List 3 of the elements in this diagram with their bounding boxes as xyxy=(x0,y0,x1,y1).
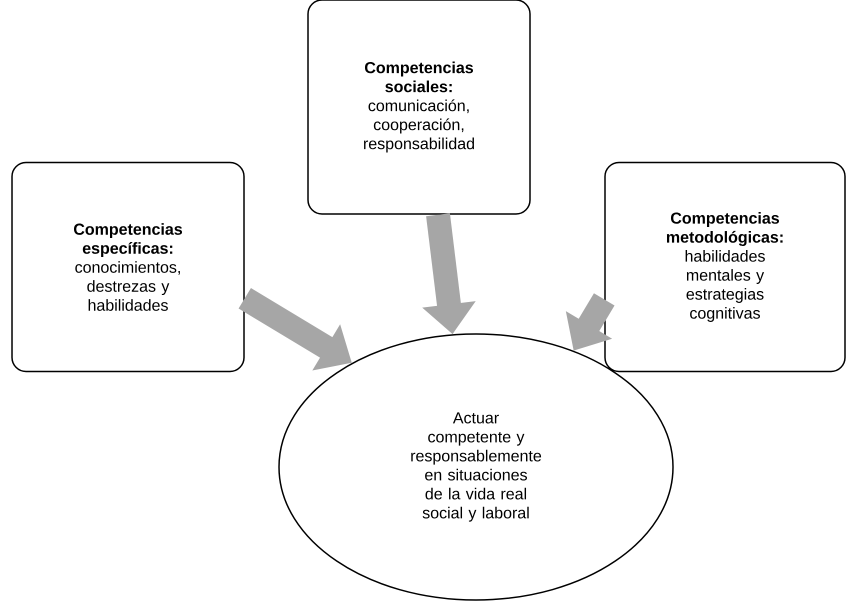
rounded-box: Competencias específicas: conocimientos, destrezas y habilidades xyxy=(11,162,245,372)
rounded-box: Competencias sociales: comunicación, cooperación, responsabilidad xyxy=(307,0,531,215)
rounded-box: Competencias metodológicas: habilidades mentales y estrategias cognitivas xyxy=(604,162,846,372)
